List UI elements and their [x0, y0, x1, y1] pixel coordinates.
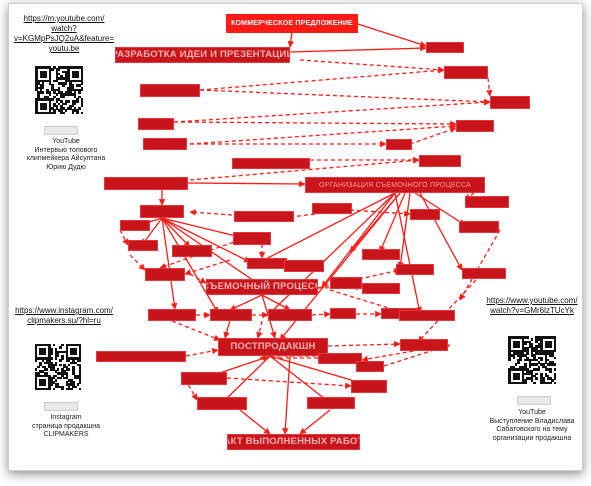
flow-node-43 — [307, 397, 355, 409]
flow-node-6 — [456, 120, 494, 132]
flow-node-11 — [104, 177, 188, 190]
instagram-logo-icon — [44, 402, 78, 411]
flow-node-29 — [362, 283, 400, 294]
flow-node-13 — [140, 205, 184, 218]
flow-node-20 — [128, 240, 158, 251]
flow-node-41 — [351, 380, 387, 393]
flow-node-10 — [419, 155, 461, 167]
qr-code-icon — [508, 336, 557, 385]
flow-node-33 — [330, 308, 356, 319]
youtube-logo-icon — [517, 396, 551, 405]
node-shooting-process: СЪЕМОЧНЫЙ ПРОЦЕСС — [206, 279, 318, 295]
flow-node-28 — [330, 277, 362, 289]
flow-node-25 — [284, 260, 324, 272]
diagram-sheet — [8, 3, 583, 471]
title-box: КОММЕРЧЕСКОЕ ПРЕДЛОЖЕНИЕ — [226, 14, 358, 33]
flow-node-37 — [96, 351, 186, 362]
flow-node-39 — [356, 361, 384, 372]
flow-node-16 — [410, 209, 440, 220]
flow-node-36 — [400, 339, 448, 351]
youtube-link-right[interactable]: https://www.youtube.com/ watch?v=GMr6lzT… — [486, 296, 578, 315]
flow-node-18 — [459, 221, 499, 233]
node-shoot-organization: ОРГАНИЗАЦИЯ СЪЕМОЧНОГО ПРОЦЕССА — [305, 177, 485, 193]
youtube-caption-left: YouTube Интервью топового клипмейкера Ай… — [26, 138, 106, 171]
flow-node-30 — [148, 309, 196, 321]
flow-node-32 — [268, 309, 312, 321]
youtube-logo-icon — [44, 126, 78, 135]
flow-node-7 — [143, 138, 187, 150]
flow-node-17 — [120, 220, 150, 231]
flow-node-8 — [386, 139, 412, 150]
flow-node-2 — [444, 66, 488, 79]
qr-code-icon — [35, 66, 84, 115]
flow-node-9 — [232, 158, 310, 169]
flow-node-21 — [172, 245, 212, 257]
flow-node-19 — [233, 232, 271, 245]
flow-node-35 — [399, 310, 455, 321]
flow-node-5 — [138, 118, 174, 130]
flow-node-38 — [318, 353, 362, 364]
flow-node-4 — [490, 96, 530, 109]
flow-node-40 — [181, 372, 227, 385]
flow-node-27 — [462, 268, 506, 279]
instagram-link[interactable]: https://www.instagram.com/ clipmakers.su… — [15, 306, 113, 325]
flow-node-3 — [140, 84, 200, 97]
youtube-caption-right: YouTube Выступление Владислава Сабатовск… — [489, 409, 575, 442]
flow-node-26 — [396, 264, 434, 275]
flow-node-42 — [197, 397, 247, 410]
flow-node-14 — [234, 211, 294, 222]
qr-code-icon — [35, 344, 82, 391]
flow-node-22 — [247, 258, 287, 269]
node-idea-development: РАЗРАБОТКА ИДЕИ И ПРЕЗЕНТАЦИИ — [115, 47, 290, 63]
flow-node-1 — [426, 42, 464, 53]
flow-node-23 — [362, 249, 400, 260]
flow-node-24 — [145, 268, 185, 281]
flow-node-31 — [210, 309, 252, 321]
instagram-caption: Instagram страница продакшна CLIPMAKERS — [32, 414, 100, 438]
flow-node-12 — [465, 196, 509, 208]
node-postproduction: ПОСТПРОДАКШН — [218, 338, 328, 356]
flow-node-15 — [312, 203, 352, 214]
youtube-link-left[interactable]: https://m.youtube.com/ watch? v=KGMpPsJQ… — [13, 14, 115, 53]
node-act-of-completion: АКТ ВЫПОЛНЕННЫХ РАБОТ — [227, 434, 360, 450]
